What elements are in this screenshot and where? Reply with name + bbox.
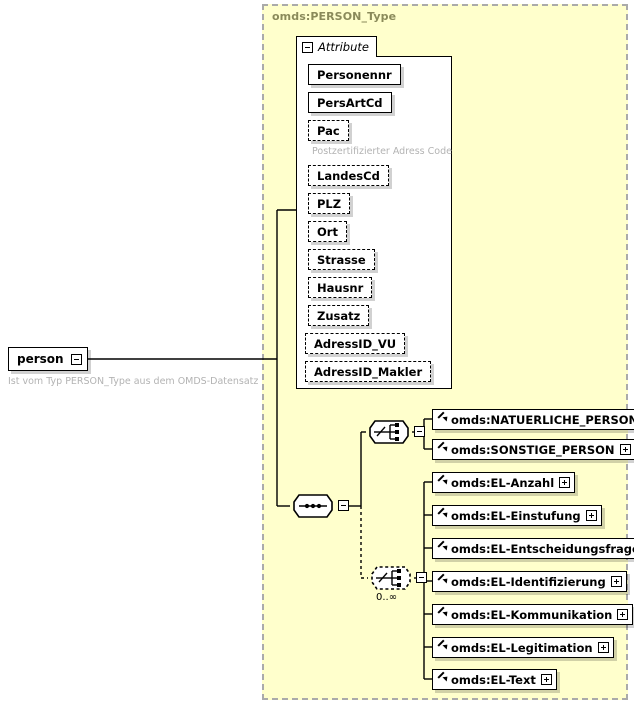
sequence-compositor[interactable] <box>290 493 349 519</box>
plus-icon[interactable] <box>585 510 597 521</box>
element-ref-sonstige-person[interactable]: omds:SONSTIGE_PERSON <box>432 439 634 460</box>
reference-arrow-icon <box>438 611 446 619</box>
attribute-box-personennr[interactable]: Personennr <box>308 64 401 85</box>
attribute-tab-label: Attribute <box>318 40 369 54</box>
element-person-label: person <box>17 352 64 366</box>
reference-arrow-icon <box>438 676 446 684</box>
element-ref-label: omds:NATUERLICHE_PERSON <box>451 412 634 427</box>
element-ref-el-kommunikation[interactable]: omds:EL-Kommunikation <box>432 604 634 625</box>
plus-icon[interactable] <box>597 642 609 653</box>
complex-type-title: omds:PERSON_Type <box>272 10 397 23</box>
reference-arrow-icon <box>438 545 446 553</box>
element-ref-natuerliche-person[interactable]: omds:NATUERLICHE_PERSON <box>432 409 634 430</box>
choice-icon <box>371 566 411 590</box>
attribute-box-strasse[interactable]: Strasse <box>308 249 375 270</box>
attribute-label: PersArtCd <box>317 95 383 110</box>
minus-icon[interactable] <box>338 500 349 511</box>
element-ref-label: omds:EL-Identifizierung <box>451 574 606 589</box>
minus-icon[interactable] <box>70 353 82 365</box>
attribute-label: Pac <box>317 123 340 138</box>
attribute-box-hausnr[interactable]: Hausnr <box>308 277 373 298</box>
attribute-box-pac[interactable]: Pac <box>308 120 349 141</box>
attribute-label: AdressID_VU <box>314 336 397 351</box>
attribute-box-landescd[interactable]: LandesCd <box>308 165 389 186</box>
minus-icon[interactable] <box>302 41 313 53</box>
minus-icon[interactable] <box>416 572 427 583</box>
attribute-label: Hausnr <box>317 280 364 295</box>
attribute-tab[interactable]: Attribute <box>296 36 377 57</box>
attribute-label: Personennr <box>317 67 392 82</box>
attribute-label: LandesCd <box>317 168 380 183</box>
choice-icon <box>369 420 409 444</box>
reference-arrow-icon <box>438 479 446 487</box>
element-ref-label: omds:EL-Legitimation <box>451 640 593 655</box>
element-ref-el-entscheidungsfrage[interactable]: omds:EL-Entscheidungsfrage <box>432 538 634 559</box>
reference-arrow-icon <box>438 644 446 652</box>
element-ref-el-einstufung[interactable]: omds:EL-Einstufung <box>432 505 602 526</box>
element-person-annotation: Ist vom Typ PERSON_Type aus dem OMDS-Dat… <box>8 376 259 387</box>
attribute-note-pac: Postzertifizierter Adress Code <box>312 146 452 157</box>
attribute-label: PLZ <box>317 196 342 211</box>
plus-icon[interactable] <box>617 609 629 620</box>
element-ref-el-legitimation[interactable]: omds:EL-Legitimation <box>432 637 614 658</box>
element-ref-label: omds:EL-Entscheidungsfrage <box>451 541 634 556</box>
reference-arrow-icon <box>438 578 446 586</box>
attribute-label: Zusatz <box>317 308 361 323</box>
plus-icon[interactable] <box>610 576 622 587</box>
cardinality-label: 0..∞ <box>376 592 398 603</box>
element-ref-label: omds:SONSTIGE_PERSON <box>451 442 615 457</box>
reference-arrow-icon <box>438 416 446 424</box>
element-ref-el-text[interactable]: omds:EL-Text <box>432 669 557 690</box>
sequence-icon <box>293 494 333 518</box>
attribute-box-plz[interactable]: PLZ <box>308 193 351 214</box>
attribute-box-zusatz[interactable]: Zusatz <box>308 305 370 326</box>
reference-arrow-icon <box>438 512 446 520</box>
attribute-box-adressid-vu[interactable]: AdressID_VU <box>305 333 406 354</box>
attribute-box-persartcd[interactable]: PersArtCd <box>308 92 392 113</box>
attribute-label: Ort <box>317 224 338 239</box>
plus-icon[interactable] <box>619 444 631 455</box>
element-ref-label: omds:EL-Text <box>451 672 536 687</box>
attribute-label: Strasse <box>317 252 366 267</box>
element-ref-el-identifizierung[interactable]: omds:EL-Identifizierung <box>432 571 627 592</box>
attribute-box-adressid-makler[interactable]: AdressID_Makler <box>305 361 432 382</box>
element-ref-label: omds:EL-Kommunikation <box>451 607 613 622</box>
element-ref-label: omds:EL-Einstufung <box>451 508 581 523</box>
attribute-label: AdressID_Makler <box>314 364 423 379</box>
attribute-box-ort[interactable]: Ort <box>308 221 347 242</box>
element-person[interactable]: person <box>8 347 88 371</box>
plus-icon[interactable] <box>540 674 552 685</box>
choice-compositor-element[interactable]: 0..∞ <box>368 565 427 603</box>
reference-arrow-icon <box>438 446 446 454</box>
element-ref-label: omds:EL-Anzahl <box>451 475 555 490</box>
choice-compositor-person[interactable] <box>366 419 425 445</box>
element-ref-el-anzahl[interactable]: omds:EL-Anzahl <box>432 472 576 493</box>
minus-icon[interactable] <box>414 426 425 437</box>
plus-icon[interactable] <box>559 477 571 488</box>
